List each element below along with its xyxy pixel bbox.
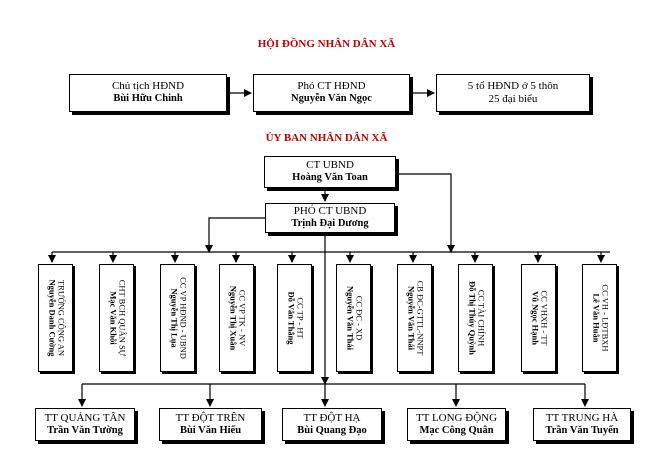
hamlet-box: TT LONG ĐỘNG Mạc Công Quân bbox=[407, 408, 506, 441]
hamlet-box: TT ĐỘT TRÊN Bùi Văn Hiếu bbox=[159, 408, 262, 441]
hamlet-name: Trần Văn Tường bbox=[47, 424, 123, 436]
department-name: Nguyễn Danh Cường bbox=[46, 279, 57, 357]
hamlet-box: TT ĐỘT HẠ Bùi Quang Đạo bbox=[282, 408, 382, 441]
council-title: HỘI ĐỒNG NHÂN DÂN XÃ bbox=[257, 38, 396, 50]
hamlet-role: TT LONG ĐỘNG bbox=[415, 411, 498, 424]
committee-vice-chair-box: PHÓ CT UBND Trịnh Đại Dương bbox=[265, 203, 395, 233]
committee-vice-chair-name: Trịnh Đại Dương bbox=[291, 218, 369, 230]
hamlet-name: Bùi Văn Hiếu bbox=[179, 424, 242, 436]
committee-chair-role: CT UBND bbox=[306, 159, 354, 172]
department-name: Nguyễn Thị Lụa bbox=[168, 288, 179, 348]
department-name: Mạc Văn Khôi bbox=[107, 291, 118, 345]
hamlet-role: TT ĐỘT TRÊN bbox=[175, 411, 246, 424]
department-name: Nguyễn Văn Thái bbox=[344, 286, 355, 350]
hamlet-role: TT TRUNG HÀ bbox=[545, 411, 619, 424]
arrow-pho-to-departments bbox=[205, 217, 265, 253]
council-vice-chair-role: Phó CT HĐND bbox=[297, 80, 366, 93]
hamlet-name: Bùi Quang Đạo bbox=[297, 424, 367, 436]
council-chair-box: Chủ tịch HĐND Bùi Hữu Chinh bbox=[69, 74, 227, 112]
committee-chair-name: Hoàng Văn Toan bbox=[292, 172, 368, 184]
arrow-ct-to-departments bbox=[396, 173, 455, 253]
department-name: Đỗ Thị Thúy Quỳnh bbox=[466, 281, 477, 355]
hamlet-role: TT QUẢNG TÂN bbox=[44, 411, 126, 424]
council-chair-role: Chủ tịch HĐND bbox=[111, 80, 185, 93]
council-delegates-line2: 25 đại biểu bbox=[488, 93, 538, 105]
council-delegates-box: 5 tổ HĐND ở 5 thôn 25 đại biểu bbox=[436, 74, 590, 112]
hamlet-name: Trần Văn Tuyến bbox=[545, 424, 619, 436]
department-name: Nguyễn Văn Thái bbox=[405, 286, 416, 350]
committee-chair-box: CT UBND Hoàng Văn Toan bbox=[264, 156, 396, 188]
committee-vice-chair-role: PHÓ CT UBND bbox=[293, 205, 367, 218]
committee-title: ỦY BAN NHÂN DÂN XÃ bbox=[265, 132, 388, 144]
department-name: Đỗ Văn Thắng bbox=[285, 291, 296, 345]
department-name: Nguyễn Thị Xuân bbox=[227, 285, 238, 351]
department-name: Vũ Ngọc Hạnh bbox=[529, 291, 540, 345]
hamlet-role: TT ĐỘT HẠ bbox=[303, 411, 361, 424]
department-name: Lê Văn Huân bbox=[590, 293, 601, 343]
council-chair-name: Bùi Hữu Chinh bbox=[113, 93, 183, 105]
hamlet-box: TT TRUNG HÀ Trần Văn Tuyến bbox=[533, 408, 631, 441]
council-vice-chair-box: Phó CT HĐND Nguyễn Văn Ngọc bbox=[253, 74, 410, 112]
council-vice-chair-name: Nguyễn Văn Ngọc bbox=[291, 93, 372, 105]
hamlet-box: TT QUẢNG TÂN Trần Văn Tường bbox=[35, 408, 135, 441]
council-delegates-line1: 5 tổ HĐND ở 5 thôn bbox=[467, 79, 559, 92]
hamlet-name: Mạc Công Quân bbox=[419, 424, 494, 436]
